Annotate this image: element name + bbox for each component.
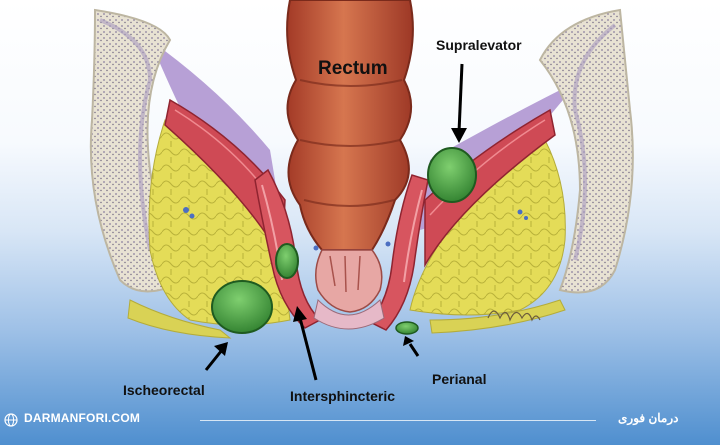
label-rectum: Rectum [318, 58, 388, 79]
supralevator-abscess [427, 147, 477, 203]
right-sphincter-muscle [368, 174, 429, 331]
arrow-icon [403, 336, 420, 357]
rectum [286, 0, 414, 330]
label-perianal: Perianal [432, 371, 487, 387]
footer-divider [200, 420, 596, 421]
arrow-icon [293, 306, 318, 381]
arrow-icon [204, 342, 228, 371]
right-levator-muscle [424, 108, 556, 268]
globe-icon [4, 413, 18, 427]
vessels [183, 207, 528, 251]
footer: DARMANFORI.COM درمان فوری [0, 405, 720, 435]
label-intersphincteric: Intersphincteric [290, 388, 396, 404]
intersphincteric-abscess [275, 243, 299, 279]
brand-name: درمان فوری [618, 411, 679, 425]
label-ischeorectal: Ischeorectal [123, 382, 205, 398]
artist-signature [487, 310, 541, 322]
label-supralevator: Supralevator [436, 37, 522, 53]
arrow-icon [451, 63, 467, 143]
right-pelvic-bone [538, 8, 634, 294]
ischeorectal-abscess [211, 280, 273, 334]
site-link[interactable]: DARMANFORI.COM [24, 411, 141, 425]
perianal-abscess [395, 321, 419, 335]
